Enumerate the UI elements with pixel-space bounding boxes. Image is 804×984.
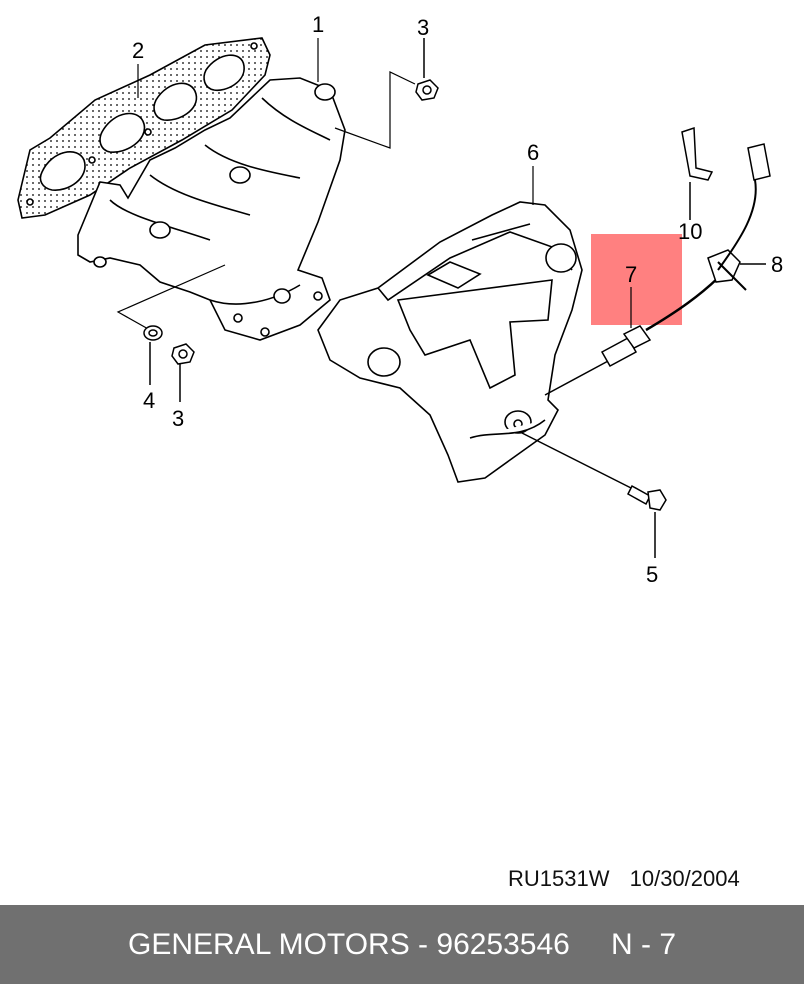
callout-2: 2	[132, 38, 144, 63]
harness-clip-8	[707, 249, 766, 291]
bracket-10	[681, 126, 714, 220]
highlight-box	[591, 234, 682, 325]
sensor-connector	[717, 143, 771, 271]
oxygen-sensor	[544, 277, 719, 396]
callout-7: 7	[625, 262, 637, 287]
nut-3-top	[415, 38, 439, 101]
drawing-stamp: RU1531W 10/30/2004	[508, 866, 754, 892]
footer-title: GENERAL MOTORS - 96253546	[128, 928, 570, 961]
callout-3-bottom: 3	[172, 406, 184, 431]
stud-lines	[116, 71, 416, 331]
washer-4	[143, 325, 163, 385]
drawing-date: 10/30/2004	[629, 866, 740, 891]
callout-1: 1	[312, 12, 324, 37]
parts-diagram: 1 2 3 4 3 6 7 8 10 5	[17, 12, 783, 587]
callout-10: 10	[678, 219, 702, 244]
footer-code: N - 7	[611, 928, 677, 961]
exhaust-manifold	[77, 77, 346, 341]
callout-4: 4	[143, 388, 155, 413]
nut-3-bottom	[171, 343, 195, 402]
callout-6: 6	[527, 140, 539, 165]
callout-labels: 1 2 3 4 3 6 7 8 10 5	[132, 12, 783, 587]
callout-5: 5	[646, 562, 658, 587]
callout-8: 8	[771, 252, 783, 277]
drawing-id: RU1531W	[508, 866, 610, 891]
callout-3-top: 3	[417, 15, 429, 40]
heat-shield	[317, 201, 583, 483]
footer-bar: GENERAL MOTORS - 96253546 N - 7	[0, 905, 804, 984]
manifold-gasket	[17, 37, 271, 219]
bolt-5	[519, 431, 667, 558]
